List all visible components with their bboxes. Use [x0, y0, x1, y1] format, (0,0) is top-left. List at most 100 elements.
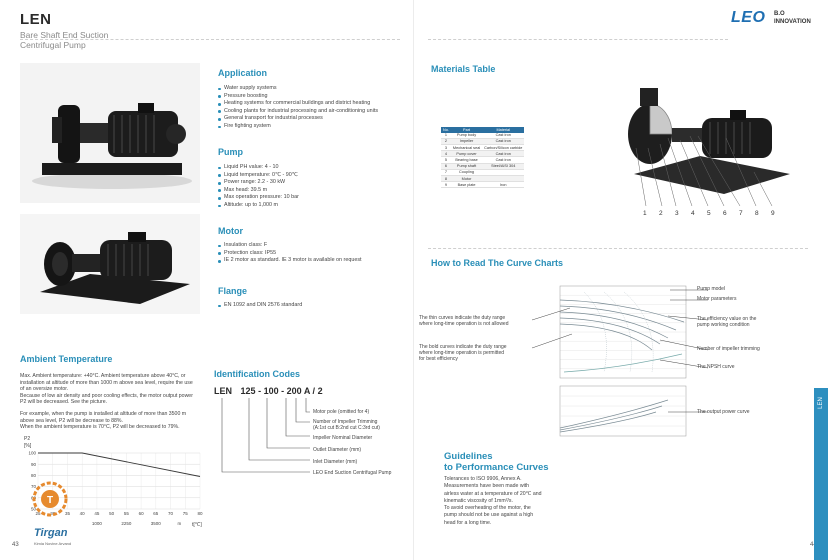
bold-curve-note: The bold curves indicate the duty range …	[419, 344, 507, 362]
guidelines-heading: Guidelines to Performance Curves	[444, 451, 549, 473]
header-rule	[20, 39, 400, 40]
watermark-brand: Tirgan	[34, 527, 68, 539]
id-label-trimming: Number of Impeller Trimming	[313, 419, 378, 425]
annotation-leaders	[531, 289, 709, 413]
pump-spec-list: Liquid PH value: 4 - 10 Liquid temperatu…	[218, 164, 299, 210]
id-label-outlet: Outlet Diameter (mm)	[313, 447, 362, 453]
x-tick-label: 55	[124, 511, 130, 516]
application-list: Water supply systems Pressure boosting H…	[218, 85, 378, 131]
list-item: Water supply systems	[218, 85, 378, 93]
y-tick-label: 80	[31, 473, 37, 478]
x-tick-label: 80	[197, 511, 203, 516]
left-page: LEN Bare Shaft End Suction Centrifugal P…	[12, 11, 400, 548]
id-code: LEN 125 - 100 - 200 A / 2	[214, 386, 323, 396]
id-code-trim: A	[303, 386, 311, 396]
motor-spec-list: Insulation class: F Protection class: IP…	[218, 242, 362, 265]
id-code-pole: 2	[317, 386, 323, 396]
part-number: 4	[691, 210, 695, 217]
list-item: Liquid temperature: 0℃ - 90℃	[218, 172, 299, 180]
flange-heading: Flange	[218, 286, 248, 296]
section-rule	[428, 248, 808, 249]
flange-spec-list: EN 1092 and DIN 2576 standard	[218, 302, 302, 310]
x-tick-label: 35	[65, 511, 71, 516]
list-item: Fire fighting system	[218, 123, 378, 131]
side-tab-label: LEN	[818, 397, 824, 409]
part-number: 1	[643, 210, 647, 217]
side-tab	[814, 388, 828, 560]
y-tick-label: 50	[31, 507, 37, 512]
page-title: LEN	[20, 11, 52, 28]
ambient-paragraph-1: Max. Ambient temperature: +40°C. Ambient…	[20, 373, 193, 406]
thin-curve-note: The thin curves indicate the duty range …	[419, 315, 509, 327]
part-number: 8	[755, 210, 759, 217]
altitude-tick-label: 3500	[151, 521, 162, 526]
x-tick-label: 60	[139, 511, 145, 516]
pump-photo-angled	[20, 214, 200, 314]
id-code-impeller: 200	[286, 386, 302, 396]
list-item: Pressure boosting	[218, 93, 378, 101]
altitude-tick-label: m	[178, 521, 182, 526]
list-item: Heating systems for commercial buildings…	[218, 100, 378, 108]
y-tick-label: 70	[31, 484, 37, 489]
altitude-tick-label: 2250	[121, 521, 132, 526]
note-efficiency: The efficiency value on the pump working…	[697, 316, 757, 328]
list-item: Protection class: IP55	[218, 250, 362, 258]
x-tick-label: 70	[168, 511, 174, 516]
list-item: IE 2 motor as standard. IE 3 motor is av…	[218, 257, 362, 265]
id-code-outlet: 100	[263, 386, 279, 396]
pump-heading: Pump	[218, 147, 244, 157]
x-tick-label: 40	[80, 511, 86, 516]
id-code-connectors	[221, 398, 310, 473]
tirgan-logo-mark: T	[32, 481, 68, 517]
page-number-right: 44	[810, 542, 817, 548]
id-label-series: LEO End Suction Centrifugal Pump	[313, 470, 392, 476]
part-number: 6	[723, 210, 727, 217]
part-number: 5	[707, 210, 711, 217]
note-impeller-trimming: Number of impeller trimming	[697, 346, 760, 352]
x-tick-label: 75	[183, 511, 189, 516]
id-label-trimming-detail: (A:1st cut B:2nd cut C:3rd cut)	[313, 425, 380, 431]
page-number-left: 43	[12, 542, 19, 548]
curves-heading: How to Read The Curve Charts	[431, 258, 564, 268]
right-page: LEO B.O INNOVATION Materials Table No. P…	[414, 0, 828, 560]
page-subtitle: Bare Shaft End Suction Centrifugal Pump	[20, 30, 109, 50]
svg-text:T: T	[47, 495, 53, 506]
column-header: No.	[441, 127, 451, 133]
list-item: General transport for industrial process…	[218, 115, 378, 123]
x-tick-label: 50	[109, 511, 115, 516]
watermark-tagline: Kimia Novine Arvand	[34, 541, 72, 546]
chart-ylabel: P2	[24, 436, 30, 442]
part-number: 9	[771, 210, 775, 217]
column-header: Material	[482, 127, 525, 133]
note-motor-parameters: Motor parameters	[697, 296, 737, 302]
id-label-inlet: Inlet Diameter (mm)	[313, 459, 358, 465]
application-heading: Application	[218, 68, 267, 78]
id-code-series: LEN	[214, 386, 232, 396]
list-item: Liquid PH value: 4 - 10	[218, 164, 299, 172]
note-npsh: The NPSH curve	[697, 364, 735, 370]
y-tick-label: 100	[28, 451, 36, 456]
list-item: Altitude: up to 1,000 m	[218, 202, 299, 210]
guidelines-text: Tolerances to ISO 9906, Annex A. Measure…	[444, 476, 542, 526]
pump-cutaway-illustration	[628, 88, 790, 207]
leo-logo: LEO	[731, 9, 766, 26]
list-item: Insulation class: F	[218, 242, 362, 250]
note-pump-model: Pump model	[697, 286, 726, 292]
id-code-inlet: 125	[240, 386, 256, 396]
list-item: EN 1092 and DIN 2576 standard	[218, 302, 302, 310]
chart-xunit: t[℃]	[192, 522, 202, 528]
center-fold	[413, 0, 414, 560]
pump-photo-front	[20, 63, 200, 203]
chart-yunit: [%]	[24, 443, 32, 449]
derating-curve	[38, 452, 201, 477]
